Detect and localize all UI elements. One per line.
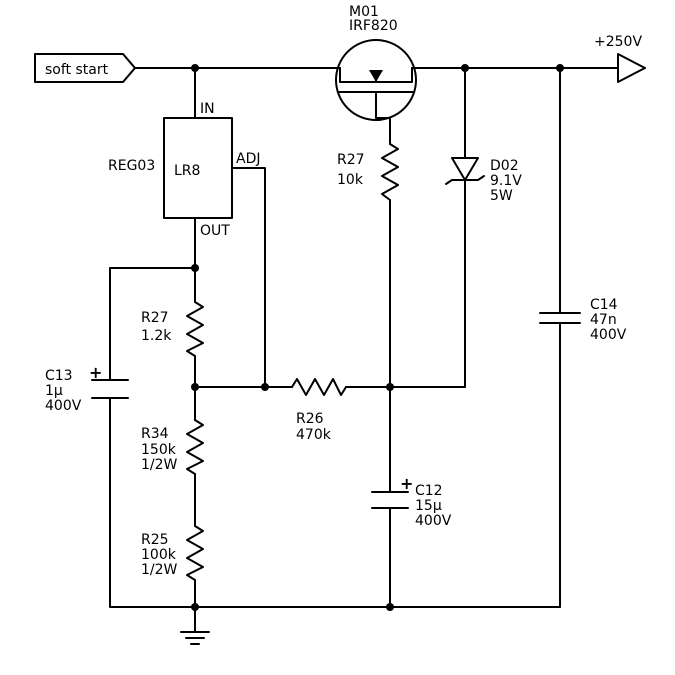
wire-ground-rail [109,397,561,608]
capacitor-c13: + C13 1µ 400V [45,363,129,414]
r27-adj-ref: R27 [141,310,169,326]
mosfet-m01: M01 IRF820 [335,4,417,121]
zener-d02: D02 9.1V 5W [445,157,522,204]
mosfet-body [335,39,417,121]
wire-c13-top [109,267,196,381]
r25-ref: R25 [141,532,169,548]
junction-dot [191,603,199,611]
r27-gate-value: 10k [337,172,364,188]
resistor-zigzag [381,143,399,201]
c12-polarity: + [400,474,413,493]
capacitor-c12: + C12 15µ 400V [371,474,452,529]
regulator-reg03: LR8 REG03 IN ADJ OUT [108,101,261,239]
r25-rating: 1/2W [141,562,178,578]
c13-polarity: + [89,363,102,382]
r26-ref: R26 [296,411,324,427]
wires [109,67,619,633]
r27-gate-ref: R27 [337,152,365,168]
d02-ref: D02 [490,158,519,174]
regulator-box [163,117,233,219]
junction-dot [386,383,394,391]
resistor-r26: R26 470k [291,378,347,443]
r34-rating: 1/2W [141,457,178,473]
c14-ref: C14 [590,297,618,313]
input-port-shape [34,53,136,83]
wire-adj [231,167,266,388]
r34-ref: R34 [141,426,169,442]
junction-dot [261,383,269,391]
junction-dot [461,64,469,72]
r34-value: 150k [141,442,177,458]
junction-dot [191,64,199,72]
junction-dot [386,603,394,611]
resistor-r27-adj: R27 1.2k [141,301,204,357]
c14-value: 47n [590,312,617,328]
resistor-r27-gate: R27 10k [337,143,399,201]
zener-bar [445,175,485,185]
mosfet-arrow [369,70,383,82]
output-port: +250V [594,34,646,83]
resistor-zigzag [291,378,347,396]
c12-voltage: 400V [415,513,452,529]
zener-triangle [451,157,479,181]
r27-adj-value: 1.2k [141,328,172,344]
input-port: soft start [34,53,136,83]
c13-ref: C13 [45,368,73,384]
mosfet-ref: M01 [349,4,379,20]
d02-voltage: 9.1V [490,173,522,189]
c13-voltage: 400V [45,398,82,414]
output-label: +250V [594,34,642,50]
output-arrow [617,53,646,83]
junction-dot [191,264,199,272]
junction-dots [191,64,564,611]
regulator-pin-in: IN [200,101,215,117]
c12-value: 15µ [415,498,442,514]
capacitor-c14: C14 47n 400V [539,297,627,343]
resistor-zigzag [186,419,204,475]
resistor-zigzag [186,301,204,357]
c14-voltage: 400V [590,327,627,343]
mosfet-gate-lead [375,91,391,119]
r25-value: 100k [141,547,177,563]
regulator-pin-out: OUT [200,223,230,239]
regulator-pin-adj: ADJ [236,151,261,167]
resistor-r34: R34 150k 1/2W [141,419,204,475]
r26-value: 470k [296,427,332,443]
c13-value: 1µ [45,383,63,399]
mosfet-part: IRF820 [349,18,398,34]
resistor-r25: R25 100k 1/2W [141,525,204,581]
c12-ref: C12 [415,483,443,499]
ground-icon [180,631,210,645]
regulator-part: LR8 [174,163,200,179]
junction-dot [191,383,199,391]
regulator-ref: REG03 [108,158,155,174]
junction-dot [556,64,564,72]
d02-power: 5W [490,188,513,204]
input-label: soft start [45,62,109,78]
resistor-zigzag [186,525,204,581]
